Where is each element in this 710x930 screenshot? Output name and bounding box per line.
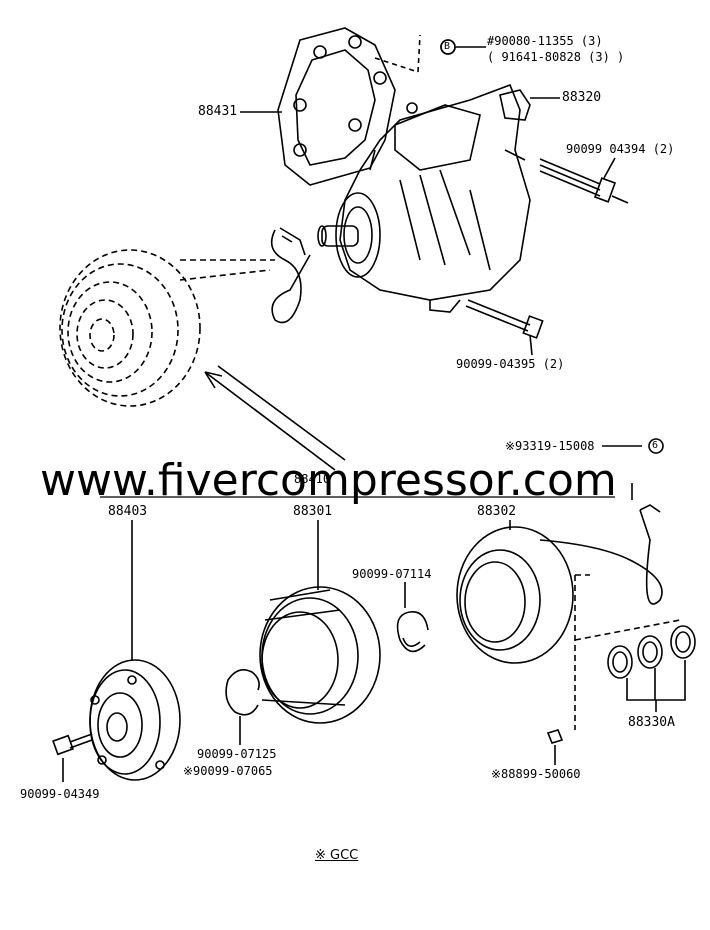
part-88410: 88410 [294,472,331,486]
part-90099-04394: 90099 04394 (2) [566,142,675,156]
part-90099-04395: 90099-04395 (2) [456,357,565,371]
gasket-88431 [277,27,396,186]
snap-ring-90099-07114 [396,611,429,653]
bolt-90099-04349 [52,733,93,756]
clutch-assembly-dashed [59,249,275,407]
part-88301: 88301 [293,504,333,519]
bolt-90099-04394 [539,158,629,204]
part-88330A: 88330A [628,715,675,730]
footer-note: ※ GCC [315,848,359,863]
callout-6-label: 6 [652,440,659,451]
part-90099-07114: 90099-07114 [352,567,432,581]
part-88302: 88302 [477,504,517,519]
bolt-90099-04395 [465,299,544,339]
callout-circle-6 [648,438,664,454]
pulley-88301 [259,586,381,724]
part-90099-04349: 90099-04349 [20,787,100,801]
watermark-text: www.fivercompressor.com [40,455,617,506]
part-88320: 88320 [562,90,602,105]
compressor-body [317,83,531,313]
snap-ring-90099-07125 [225,669,260,716]
part-88403: 88403 [108,504,148,519]
part-91641-80828: ( 91641-80828 (3) ) [487,50,625,64]
field-coil-88302 [456,504,663,664]
callout-b-label: B [444,41,451,52]
part-88431: 88431 [198,104,238,119]
part-90080-11355: #90080-11355 (3) [487,34,603,48]
part-88899-50060: ※88899-50060 [491,767,581,781]
part-90099-07065: ※90099-07065 [183,764,273,778]
callout-circle-b [440,39,456,55]
part-90099-07125: 90099-07125 [197,747,277,761]
seals-88330A [607,625,696,679]
shim-88899-50060 [546,729,564,744]
clutch-hub-88403 [89,659,181,781]
part-93319-15008: ※93319-15008 [505,439,595,453]
